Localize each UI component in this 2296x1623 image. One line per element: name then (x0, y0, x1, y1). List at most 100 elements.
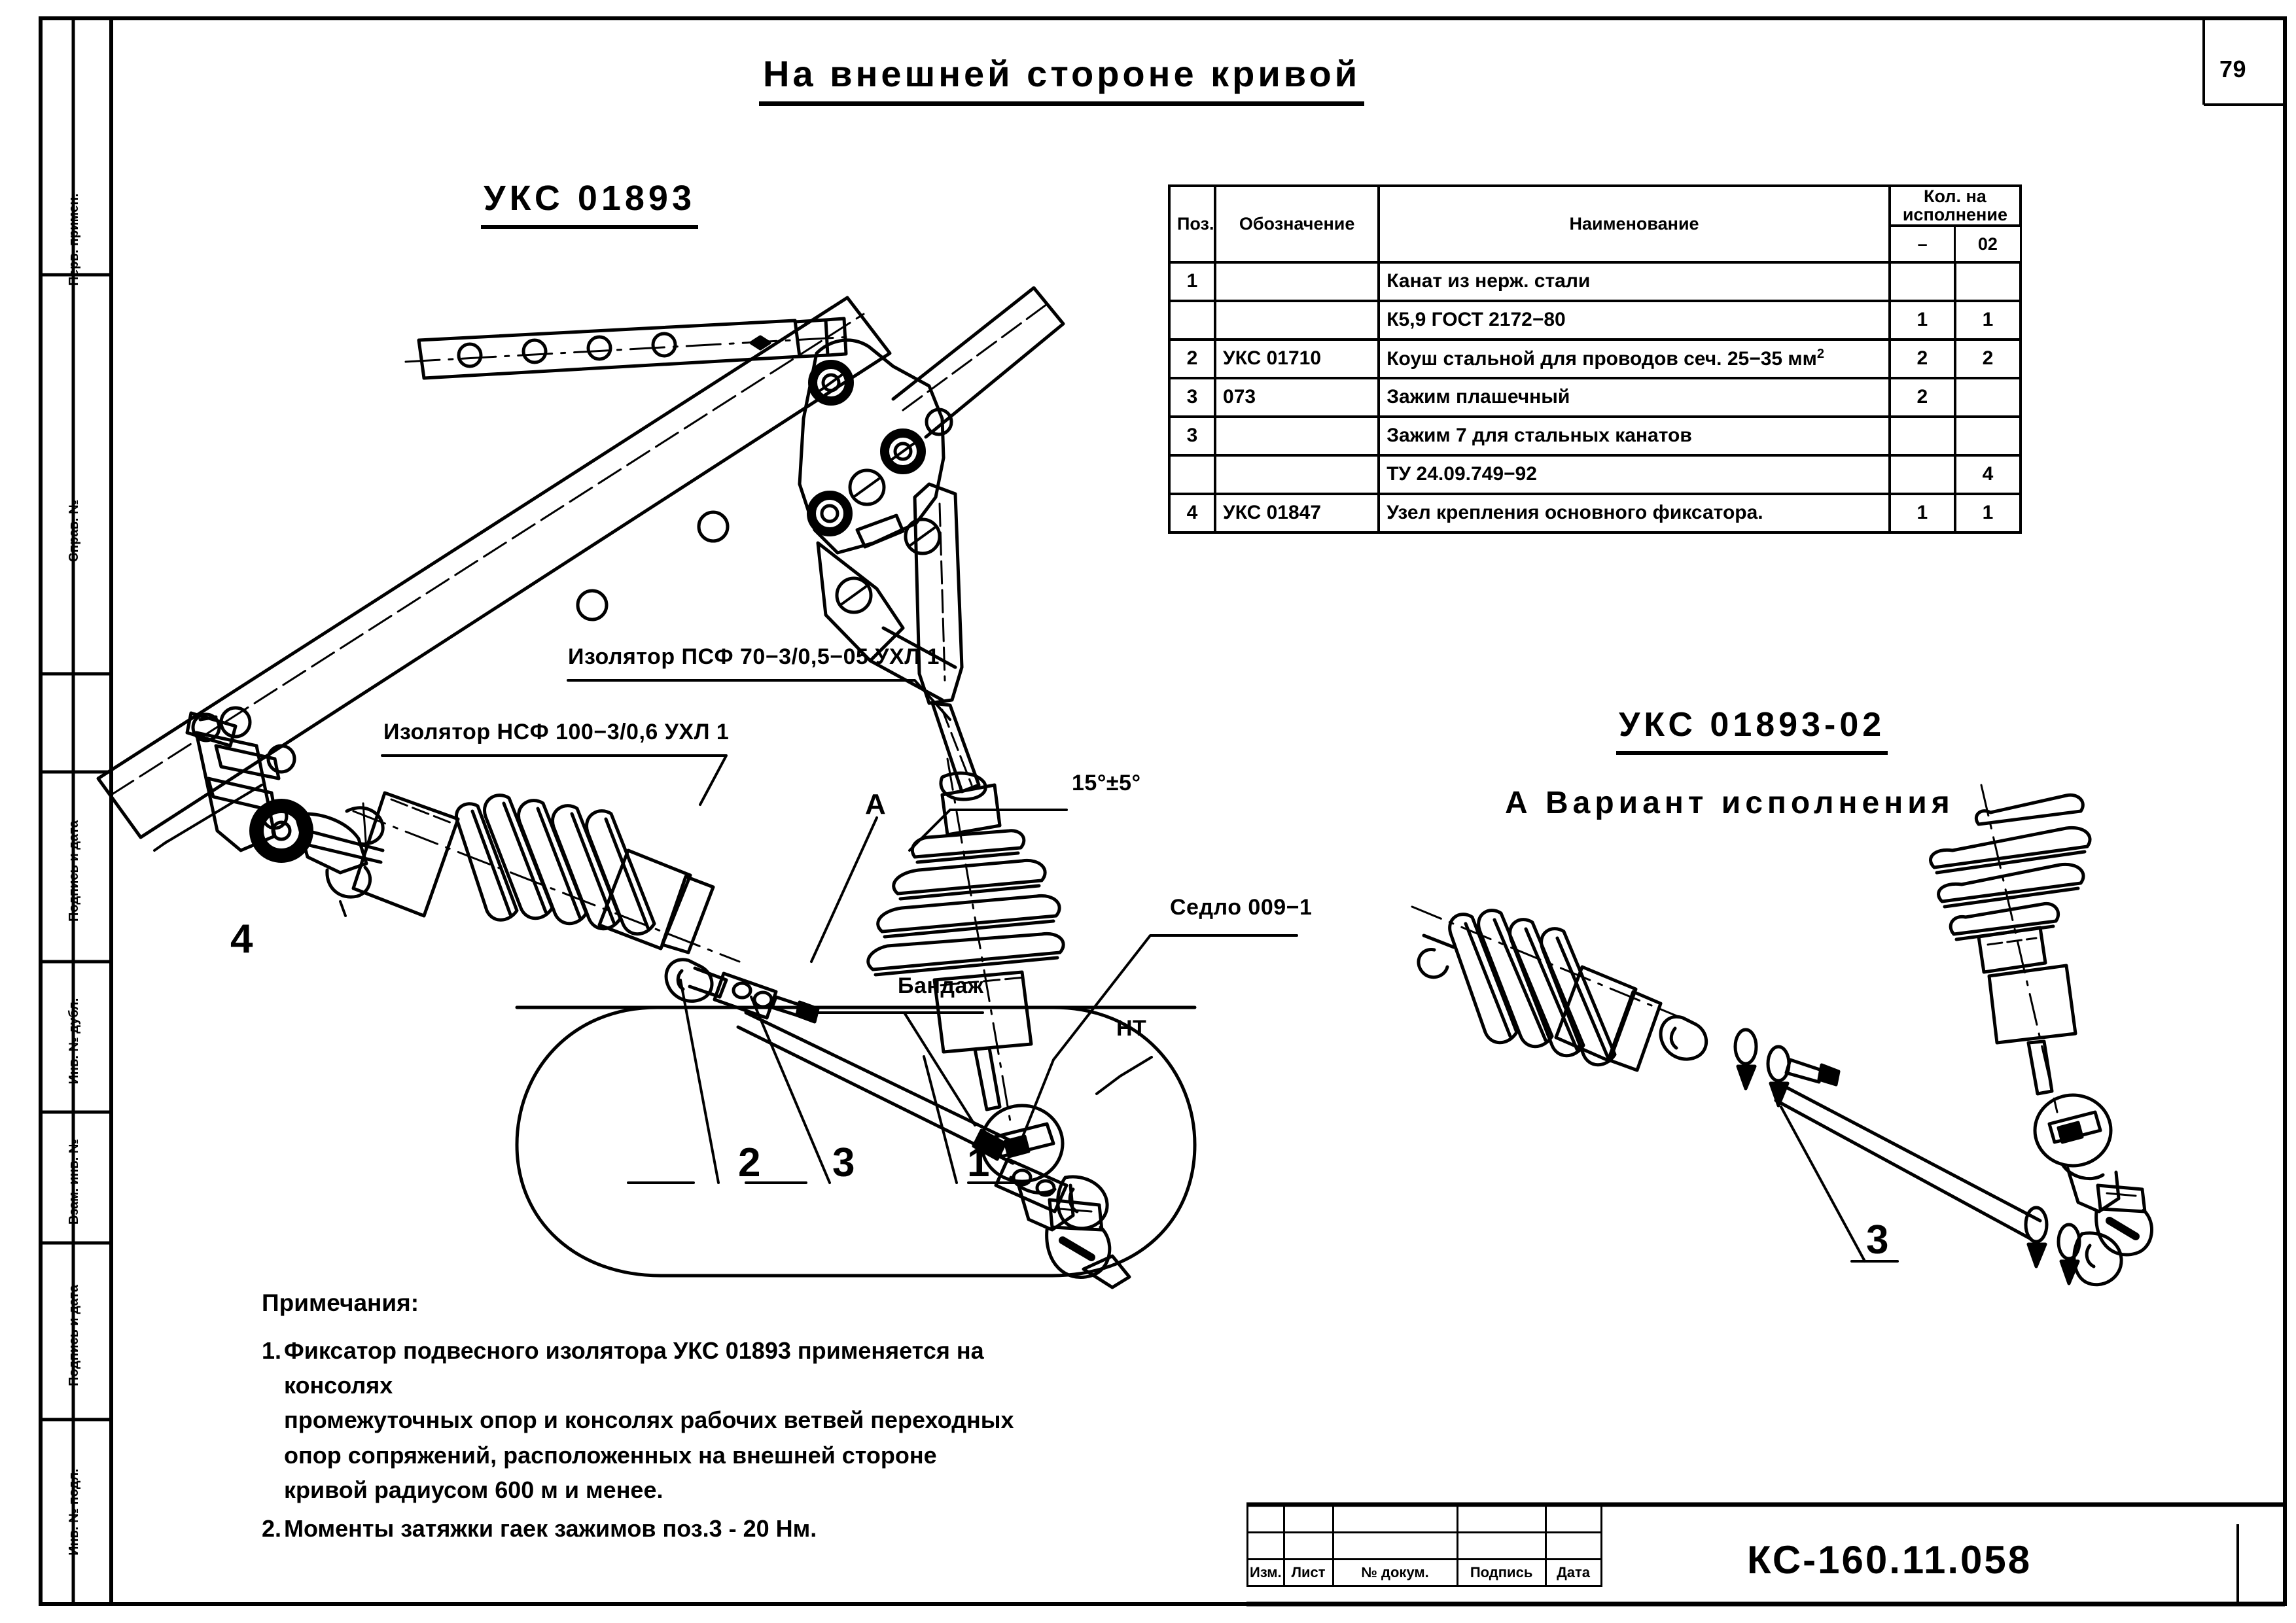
header-pos: Поз. (1167, 184, 1217, 264)
variant-view-subtitle: А Вариант исполнения (1505, 786, 1954, 820)
notes-heading: Примечания: (262, 1289, 419, 1316)
label-insulator-nsf: Изолятор НСФ 100−3/0,6 УХЛ 1 (383, 720, 730, 744)
cell-name-text: Коуш стальной для проводов сеч. 25−35 мм (1386, 348, 1817, 370)
note-text: Моменты затяжки гаек зажимов поз.3 - 20 … (284, 1511, 817, 1546)
cell-qty-1: 2 (1888, 338, 1956, 379)
revision-cell (1282, 1531, 1334, 1560)
table-header-row: Поз. Обозначение Наименование Кол. на ис… (1167, 184, 2022, 264)
cell-qty-1 (1888, 260, 1956, 302)
note-line: Фиксатор подвесного изолятора УКС 01893 … (284, 1336, 984, 1399)
cell-pos: 1 (1167, 260, 1217, 302)
label-band: Бандаж (898, 973, 984, 998)
item-callout-3: 3 (832, 1140, 855, 1185)
table-header-subrow: – 02 (1169, 224, 2022, 264)
cell-pos: 4 (1167, 492, 1217, 534)
notes-block: Примечания: 1.Фиксатор подвесного изолят… (262, 1285, 1095, 1550)
main-view-part-code: УКС 01893 (481, 178, 698, 229)
note-line: опор сопряжений, расположенных на внешне… (284, 1441, 937, 1469)
header-qty-col1: – (1888, 224, 1956, 264)
cell-pos (1167, 299, 1217, 341)
cell-qty-2 (1953, 260, 2022, 302)
revision-cell (1456, 1505, 1547, 1533)
cell-name-superscript: 2 (1816, 347, 1824, 362)
cell-qty-2: 1 (1953, 299, 2022, 341)
label-nt: НТ (1116, 1016, 1147, 1041)
revision-cell (1544, 1531, 1602, 1560)
cell-qty-1: 1 (1888, 299, 1956, 341)
revision-cell (1332, 1505, 1458, 1533)
page-title: На внешней стороне кривой (759, 52, 1365, 106)
revision-header-1: Лист (1282, 1558, 1334, 1587)
cell-pos: 3 (1167, 376, 1217, 418)
revision-header-0: Изм. (1246, 1558, 1285, 1587)
cell-pos: 3 (1167, 415, 1217, 457)
revision-header-2: № докум. (1332, 1558, 1458, 1587)
item-callout-4: 4 (230, 916, 253, 962)
cell-qty-1: 2 (1888, 376, 1956, 418)
cell-qty-2: 1 (1953, 492, 2022, 534)
revision-empty-row (1246, 1531, 1602, 1560)
revision-empty-row (1246, 1505, 1602, 1533)
cell-name: ТУ 24.09.749−92 (1377, 453, 1891, 495)
item-callout-1: 1 (967, 1140, 990, 1185)
note-item: 2.Моменты затяжки гаек зажимов поз.3 - 2… (262, 1511, 1095, 1546)
cell-name: Коуш стальной для проводов сеч. 25−35 мм… (1377, 338, 1891, 379)
cell-pos (1167, 453, 1217, 495)
label-saddle: Седло 009−1 (1170, 895, 1313, 920)
cell-name: К5,9 ГОСТ 2172−80 (1377, 299, 1891, 341)
header-qty-group: Кол. на исполнение (1888, 184, 2022, 227)
header-name: Наименование (1377, 184, 1891, 264)
cell-designation (1214, 453, 1381, 495)
cell-qty-1 (1888, 415, 1956, 457)
cell-name: Зажим 7 для стальных канатов (1377, 415, 1891, 457)
cell-name: Узел крепления основного фиксатора. (1377, 492, 1891, 534)
table-row: ТУ 24.09.749−92 4 (1167, 453, 2022, 495)
variant-view-part-code: УКС 01893-02 (1616, 705, 1888, 755)
note-line: промежуточных опор и консолях рабочих ве… (284, 1406, 1014, 1434)
cell-qty-1: 1 (1888, 492, 1956, 534)
item-callout-2: 2 (738, 1140, 761, 1185)
revision-header-4: Дата (1544, 1558, 1602, 1587)
header-qty-col2: 02 (1954, 224, 2022, 264)
cell-designation (1214, 299, 1381, 341)
revision-cell (1246, 1531, 1285, 1560)
revision-cell (1456, 1531, 1547, 1560)
revision-cell (1332, 1531, 1458, 1560)
label-insulator-psf: Изолятор ПСФ 70−3/0,5−05 УХЛ 1 (568, 644, 940, 669)
cell-name: Канат из нерж. стали (1377, 260, 1891, 302)
label-section-a: А (865, 788, 887, 820)
note-line: кривой радиусом 600 м и менее. (284, 1476, 663, 1503)
cell-designation: 073 (1214, 376, 1381, 418)
document-number: КС-160.11.058 (1747, 1538, 2032, 1582)
specification-table: Поз. Обозначение Наименование Кол. на ис… (1167, 184, 2022, 534)
table-row: 1 Канат из нерж. стали (1167, 260, 2022, 302)
cell-designation (1214, 415, 1381, 457)
header-designation: Обозначение (1214, 184, 1381, 264)
cell-qty-2 (1953, 415, 2022, 457)
note-number: 1. (262, 1336, 282, 1364)
note-text: Фиксатор подвесного изолятора УКС 01893 … (284, 1333, 1095, 1507)
note-item: 1.Фиксатор подвесного изолятора УКС 0189… (262, 1333, 1095, 1507)
note-number: 2. (262, 1515, 282, 1543)
cell-qty-2: 2 (1953, 338, 2022, 379)
cell-name: Зажим плашечный (1377, 376, 1891, 418)
cell-designation: УКС 01847 (1214, 492, 1381, 534)
cell-qty-1 (1888, 453, 1956, 495)
page-number: 79 (2219, 56, 2247, 82)
cell-designation: УКС 01710 (1214, 338, 1381, 379)
revision-header-3: Подпись (1456, 1558, 1547, 1587)
cell-qty-2 (1953, 376, 2022, 418)
variant-item-callout-3: 3 (1866, 1217, 1889, 1263)
note-line: Моменты затяжки гаек зажимов поз.3 - 20 … (284, 1515, 817, 1543)
cell-qty-2: 4 (1953, 453, 2022, 495)
cell-pos: 2 (1167, 338, 1217, 379)
